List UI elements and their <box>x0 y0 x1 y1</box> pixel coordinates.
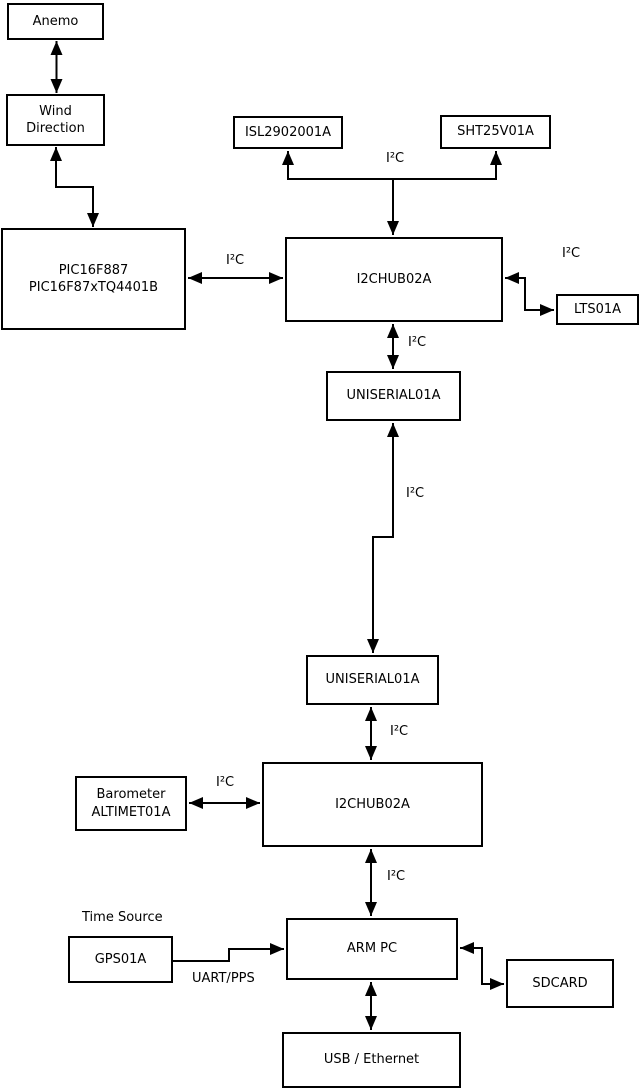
i2c-bus-label: I²C <box>387 869 406 884</box>
node-label: UNISERIAL01A <box>325 672 420 688</box>
node-label: I2CHUB02A <box>335 796 410 812</box>
uart-pps-label: UART/PPS <box>192 971 255 986</box>
edge-armpc-sdcard <box>460 942 504 990</box>
node-pic16f887: PIC16F887 PIC16F87xTQ4401B <box>1 228 186 330</box>
node-label: SDCARD <box>532 975 588 991</box>
time-source-label: Time Source <box>82 910 163 925</box>
node-anemo: Anemo <box>7 3 104 40</box>
node-label: Anemo <box>32 13 79 29</box>
node-label: PIC16F887 <box>58 262 129 278</box>
i2c-bus-label: I²C <box>216 775 235 790</box>
node-uniserial01a-top: UNISERIAL01A <box>326 371 461 421</box>
node-label: Direction <box>26 121 85 136</box>
node-lts01a: LTS01A <box>556 294 639 325</box>
edge-wind-pic <box>50 147 99 227</box>
node-gps01a: GPS01A <box>68 936 173 983</box>
node-label: LTS01A <box>573 301 622 317</box>
node-label: ARM PC <box>346 941 398 957</box>
node-barometer-altimet01a: Barometer ALTIMET01A <box>75 776 187 831</box>
node-label: I2CHUB02A <box>356 271 432 287</box>
node-wind-direction: Wind Direction <box>6 94 105 146</box>
node-i2chub02a-top: I2CHUB02A <box>285 237 503 322</box>
i2c-bus-label: I²C <box>562 246 581 261</box>
node-label: ISL2902001A <box>244 124 332 140</box>
edge-uniserial-top-uniserial-bottom <box>367 423 399 653</box>
node-label: ALTIMET01A <box>91 804 171 820</box>
node-uniserial01a-bottom: UNISERIAL01A <box>306 655 439 705</box>
node-i2chub02a-bottom: I2CHUB02A <box>262 762 483 847</box>
node-label: UNISERIAL01A <box>346 388 441 404</box>
edge-i2chub-top-lts <box>505 272 554 316</box>
node-arm-pc: ARM PC <box>286 918 458 980</box>
i2c-bus-label: I²C <box>390 724 409 739</box>
i2c-bus-label: I²C <box>386 151 405 166</box>
node-label: SHT25V01A <box>457 124 534 140</box>
node-isl2902001a: ISL2902001A <box>233 116 343 149</box>
edge-gps-armpc <box>173 943 284 962</box>
node-sdcard: SDCARD <box>506 959 614 1008</box>
node-label: USB / Ethernet <box>323 1052 420 1068</box>
node-label: Barometer <box>96 787 166 803</box>
i2c-bus-label: I²C <box>408 335 427 350</box>
i2c-bus-label: I²C <box>226 253 245 268</box>
node-label: Wind <box>39 103 72 119</box>
node-usb-ethernet: USB / Ethernet <box>282 1032 461 1088</box>
node-label: PIC16F87xTQ4401B <box>28 280 159 295</box>
i2c-bus-label: I²C <box>406 486 425 501</box>
node-label: GPS01A <box>94 951 147 967</box>
node-sht25v01a: SHT25V01A <box>440 115 551 149</box>
